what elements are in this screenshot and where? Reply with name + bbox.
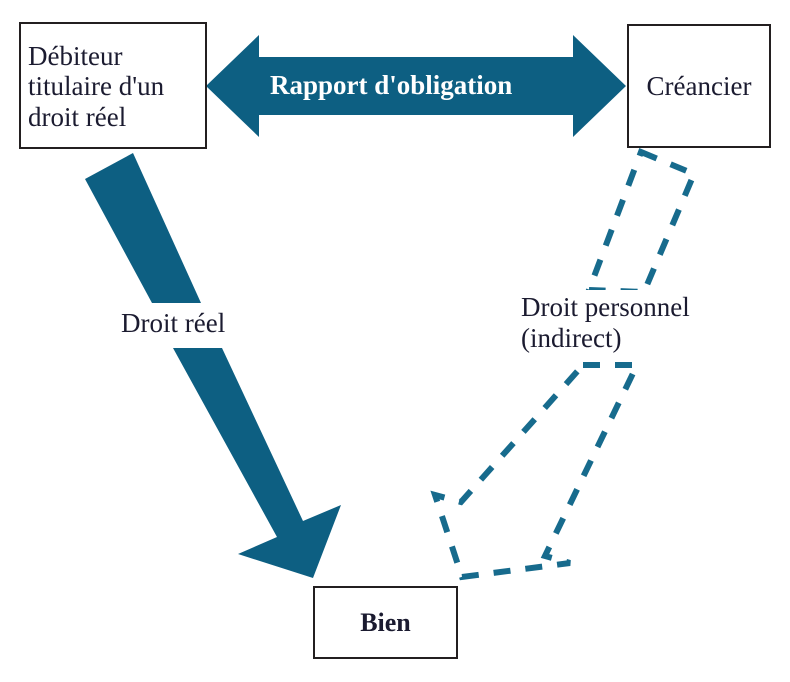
arrow-droit-personnel-upper bbox=[584, 148, 698, 296]
node-bien: Bien bbox=[313, 586, 458, 659]
node-creancier: Créancier bbox=[627, 24, 771, 148]
node-debiteur-label: Débiteur titulaire d'un droit réel bbox=[28, 40, 165, 132]
arrow-droit-reel-upper bbox=[85, 153, 201, 303]
edge-label-rapport-obligation: Rapport d'obligation bbox=[270, 70, 513, 100]
node-bien-label: Bien bbox=[360, 607, 411, 637]
node-debiteur: Débiteur titulaire d'un droit réel bbox=[19, 22, 207, 149]
node-creancier-label: Créancier bbox=[646, 70, 752, 101]
edge-label-droit-personnel: Droit personnel (indirect) bbox=[517, 290, 755, 359]
arrow-rapport-obligation bbox=[206, 35, 626, 137]
arrow-droit-personnel-lower bbox=[430, 362, 642, 581]
edge-label-droit-reel: Droit réel bbox=[118, 306, 324, 344]
arrow-droit-reel-lower bbox=[173, 348, 341, 578]
